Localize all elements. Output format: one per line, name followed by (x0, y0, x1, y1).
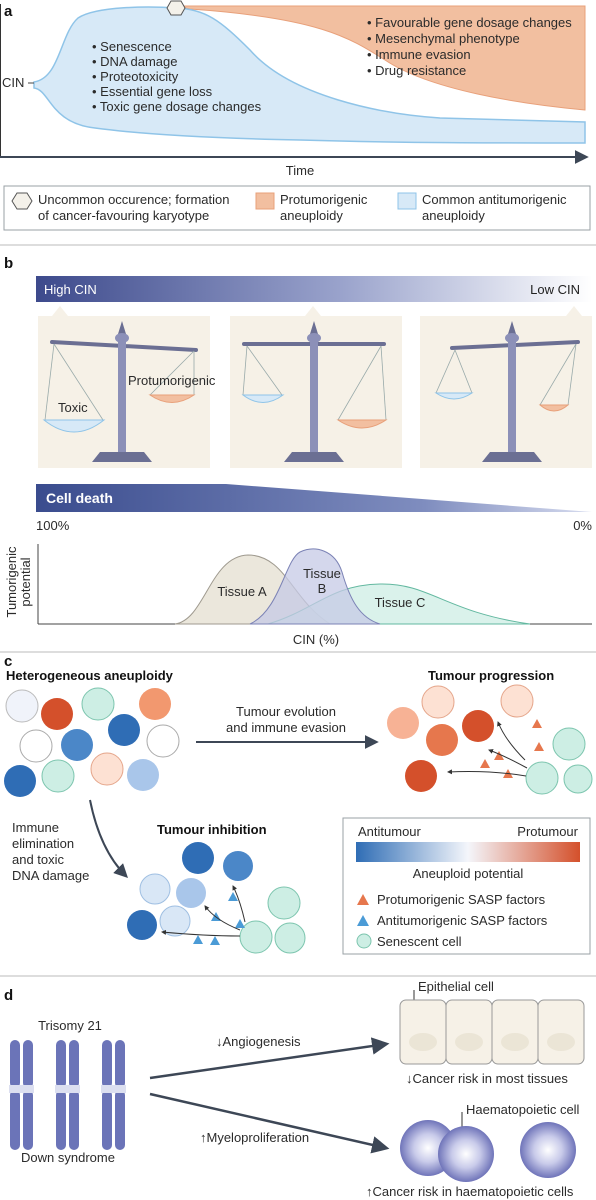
tissue-b-label: Tissue (303, 566, 341, 581)
cell-death-label: Cell death (46, 490, 113, 506)
risk-low-label: ↓Cancer risk in most tissues (406, 1071, 568, 1086)
legend-anti-text: Common antitumorigenic (422, 192, 567, 207)
hexagon-icon (11, 192, 33, 210)
anti-sasp-label: Antitumorigenic SASP factors (377, 913, 548, 928)
anti-item: • Essential gene loss (92, 84, 213, 99)
antitumour-label: Antitumour (358, 824, 422, 839)
angiogenesis-label: ↓Angiogenesis (216, 1034, 301, 1049)
legend-anti-text: aneuploidy (422, 208, 485, 223)
myeloproliferation-label: ↑Myeloproliferation (200, 1130, 309, 1145)
epithelial-cells (399, 999, 585, 1065)
blue-triangle-icon (357, 915, 369, 926)
legend-pro-text: Protumorigenic (280, 192, 368, 207)
tissue-a-label: Tissue A (217, 584, 267, 599)
panel-a-legend (3, 185, 591, 231)
toxic-label: Toxic (58, 400, 88, 415)
pro-item: • Immune evasion (367, 47, 471, 62)
red-triangle-icon (357, 894, 369, 905)
panel-d-label: d (4, 987, 13, 1004)
antitumorigenic-list: • Senescence • DNA damage • Proteotoxici… (92, 39, 262, 114)
potential-gradient (356, 842, 580, 862)
heterogeneous-cluster (4, 687, 180, 797)
elimination-line: elimination (12, 836, 74, 851)
protumorigenic-list: • Favourable gene dosage changes • Mesen… (367, 15, 572, 78)
cin-gradient-bar (36, 276, 592, 302)
tissue-b-curve (249, 548, 381, 625)
evolution-label: and immune evasion (226, 720, 346, 735)
elimination-line: and toxic (12, 852, 65, 867)
progression-cluster (387, 684, 593, 795)
anti-item: • DNA damage (92, 54, 177, 69)
protumour-label: Protumour (517, 824, 578, 839)
heterogeneous-title: Heterogeneous aneuploidy (6, 668, 174, 683)
legend-hexagon-text: Uncommon occurence; formation (38, 192, 229, 207)
legend-pro-text: aneuploidy (280, 208, 343, 223)
cell-death-bar (36, 484, 592, 512)
risk-high-label: ↑Cancer risk in haematopoietic cells (366, 1184, 574, 1199)
legend-hexagon-text: of cancer-favouring karyotype (38, 208, 209, 223)
panel-b-label: b (4, 255, 13, 272)
panel-a-label: a (4, 3, 13, 20)
orange-square-icon (255, 192, 275, 210)
pct-100-label: 100% (36, 518, 70, 533)
epithelial-label: Epithelial cell (418, 979, 494, 994)
haematopoietic-cells (400, 1120, 576, 1182)
pro-item: • Mesenchymal phenotype (367, 31, 520, 46)
scale-card-mid (230, 306, 402, 468)
senescent-cell-icon (356, 933, 372, 949)
high-cin-label: High CIN (44, 282, 97, 297)
anti-item: • Senescence (92, 39, 172, 54)
elimination-line: Immune (12, 820, 59, 835)
scale-card-low (420, 306, 592, 468)
trisomy-label: Trisomy 21 (38, 1018, 102, 1033)
time-label: Time (286, 163, 314, 178)
hexagon-icon (166, 0, 186, 16)
low-cin-label: Low CIN (530, 282, 580, 297)
pro-item: • Drug resistance (367, 63, 466, 78)
anti-item: • Proteotoxicity (92, 69, 179, 84)
tissue-b-label: B (318, 581, 327, 596)
evolution-label: Tumour evolution (236, 704, 336, 719)
cin-axis-label: CIN (2, 75, 24, 90)
scale-card-high: Toxic Protumorigenic (38, 306, 216, 468)
elimination-line: DNA damage (12, 868, 89, 883)
protumorigenic-region (175, 5, 586, 111)
tissue-c-label: Tissue C (375, 595, 426, 610)
senescent-label: Senescent cell (377, 934, 462, 949)
haematopoietic-label: Haematopoietic cell (466, 1102, 580, 1117)
inhibition-title: Tumour inhibition (157, 822, 267, 837)
cin-pct-label: CIN (%) (293, 632, 339, 647)
panel-c-label: c (4, 653, 12, 670)
y-label-line: potential (18, 557, 33, 606)
pct-0-label: 0% (573, 518, 592, 533)
inhibition-cluster (127, 842, 306, 954)
protumorigenic-label: Protumorigenic (128, 373, 216, 388)
chromosome-icons (9, 1040, 126, 1150)
anti-item: • Toxic gene dosage changes (92, 99, 262, 114)
tumorigenic-y-label: Tumorigenic potential (4, 546, 33, 618)
antitumorigenic-region (33, 6, 586, 144)
pro-item: • Favourable gene dosage changes (367, 15, 572, 30)
potential-label: Aneuploid potential (413, 866, 524, 881)
down-syndrome-label: Down syndrome (21, 1150, 115, 1165)
y-label-line: Tumorigenic (4, 546, 19, 618)
pro-sasp-label: Protumorigenic SASP factors (377, 892, 546, 907)
progression-title: Tumour progression (428, 668, 554, 683)
blue-square-icon (397, 192, 417, 210)
immune-elimination-label: Immune elimination and toxic DNA damage (12, 820, 89, 883)
panel-c-legend (342, 817, 591, 955)
